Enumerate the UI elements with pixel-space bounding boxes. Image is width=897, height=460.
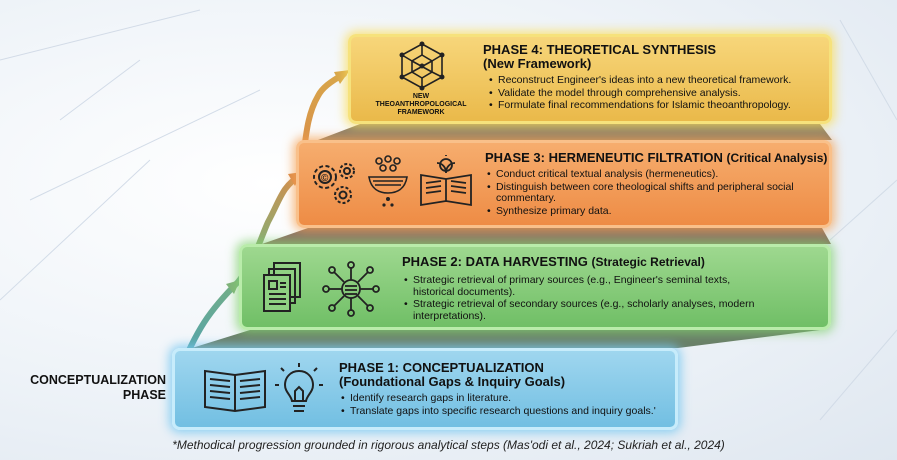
phase-3-bullets: Conduct critical textual analysis (herme… — [487, 168, 794, 218]
list-item: Identify research gaps in literature. — [341, 392, 656, 405]
arrow-head-4 — [334, 70, 350, 84]
phase-3-panel: © PHASE 3: HERMENEUTIC FILTRATION (Criti… — [296, 140, 832, 228]
list-item: Distinguish between core theological shi… — [487, 181, 794, 205]
lightbulb-icon — [275, 363, 323, 412]
list-item: Validate the model through comprehensive… — [489, 87, 791, 100]
list-item: Reconstruct Engineer's ideas into a new … — [489, 74, 791, 87]
phase-1-bullets: Identify research gaps in literature. Tr… — [341, 392, 656, 418]
phase-4-bullets: Reconstruct Engineer's ideas into a new … — [489, 74, 791, 113]
progress-arrow — [175, 71, 347, 379]
arrow-head-2 — [226, 280, 240, 294]
phase-4-panel: NEW THEOANTHROPOLOGICAL FRAMEWORK PHASE … — [348, 34, 832, 124]
list-item: Strategic retrieval of primary sources (… — [404, 274, 754, 298]
phase-2-title: PHASE 2: DATA HARVESTING (Strategic Retr… — [402, 254, 705, 270]
list-item: Translate gaps into specific research qu… — [341, 405, 656, 418]
phase-1-title: PHASE 1: CONCEPTUALIZATION (Foundational… — [339, 360, 566, 389]
database-network-icon — [322, 261, 380, 317]
phase-3-title: PHASE 3: HERMENEUTIC FILTRATION (Critica… — [485, 150, 828, 166]
phase-1-panel: PHASE 1: CONCEPTUALIZATION (Foundational… — [172, 348, 678, 430]
phase-2-panel: PHASE 2: DATA HARVESTING (Strategic Retr… — [239, 244, 831, 330]
list-item: Conduct critical textual analysis (herme… — [487, 168, 794, 181]
svg-text:©: © — [321, 173, 329, 184]
footnote: *Methodical progression grounded in rigo… — [172, 438, 725, 452]
conceptualization-phase-label: CONCEPTUALIZATION PHASE — [30, 373, 166, 402]
list-item: Formulate final recommendations for Isla… — [489, 99, 791, 112]
phase-2-bullets: Strategic retrieval of primary sources (… — [404, 274, 754, 323]
network-cube-icon — [399, 41, 445, 91]
list-item: Synthesize primary data. — [487, 205, 794, 218]
tier-connector-3 — [262, 228, 831, 244]
filter-sieve-icon — [368, 155, 408, 207]
book-lightbulb-icon — [420, 155, 472, 207]
phase-4-title: PHASE 4: THEORETICAL SYNTHESIS (New Fram… — [483, 42, 717, 71]
open-book-icon — [204, 369, 266, 413]
tier-connector-2 — [192, 330, 820, 348]
framework-icon-label: NEW THEOANTHROPOLOGICAL FRAMEWORK — [375, 93, 467, 116]
documents-icon — [263, 262, 301, 312]
list-item: Strategic retrieval of secondary sources… — [404, 298, 754, 322]
gears-icon: © — [313, 163, 355, 204]
tier-connector-4 — [318, 124, 832, 140]
